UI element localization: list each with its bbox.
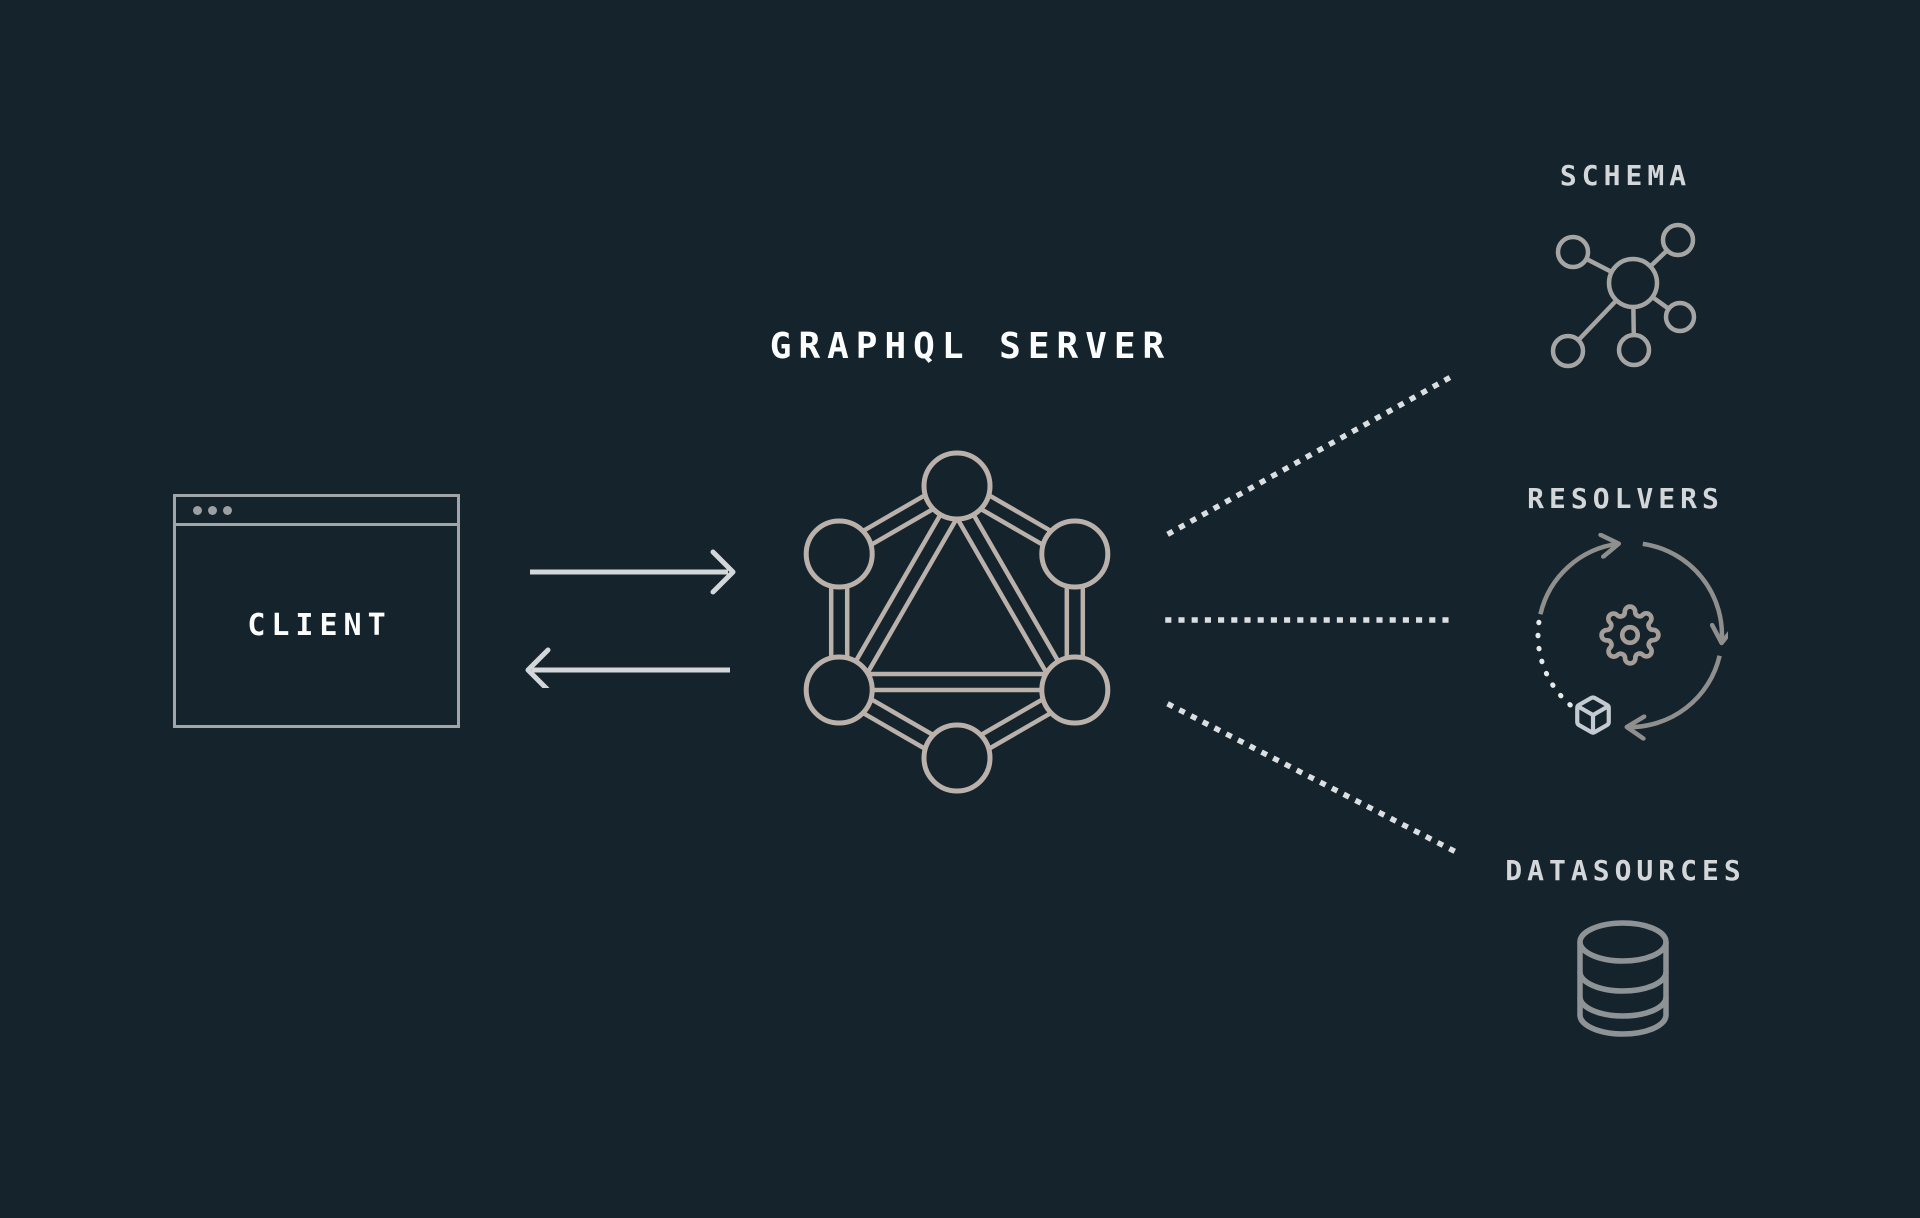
gear-icon (1599, 604, 1661, 666)
resolvers-cycle-icon (1535, 532, 1728, 744)
dotted-connector-schema (1166, 369, 1462, 537)
server-title: GRAPHQL SERVER (769, 326, 1172, 367)
request-arrow-icon (530, 549, 736, 595)
dotted-connector-datasources (1166, 701, 1462, 857)
resolvers-label: RESOLVERS (1527, 482, 1724, 515)
window-dot (193, 505, 202, 515)
window-dot (223, 505, 232, 515)
schema-graph-icon (1550, 222, 1697, 369)
database-icon (1577, 920, 1669, 1037)
graphql-logo-icon (803, 450, 1111, 794)
response-arrow-icon (525, 647, 730, 688)
window-body: CLIENT (176, 526, 457, 725)
schema-label: SCHEMA (1559, 159, 1692, 192)
client-label: CLIENT (247, 608, 392, 643)
window-titlebar (176, 497, 457, 526)
client-window: CLIENT (173, 494, 460, 728)
client-server-arrows (525, 549, 736, 688)
cube-icon (1575, 695, 1611, 735)
server-target-connectors (1165, 369, 1462, 857)
datasources-label: DATASOURCES (1505, 854, 1746, 887)
window-dot (208, 505, 217, 515)
